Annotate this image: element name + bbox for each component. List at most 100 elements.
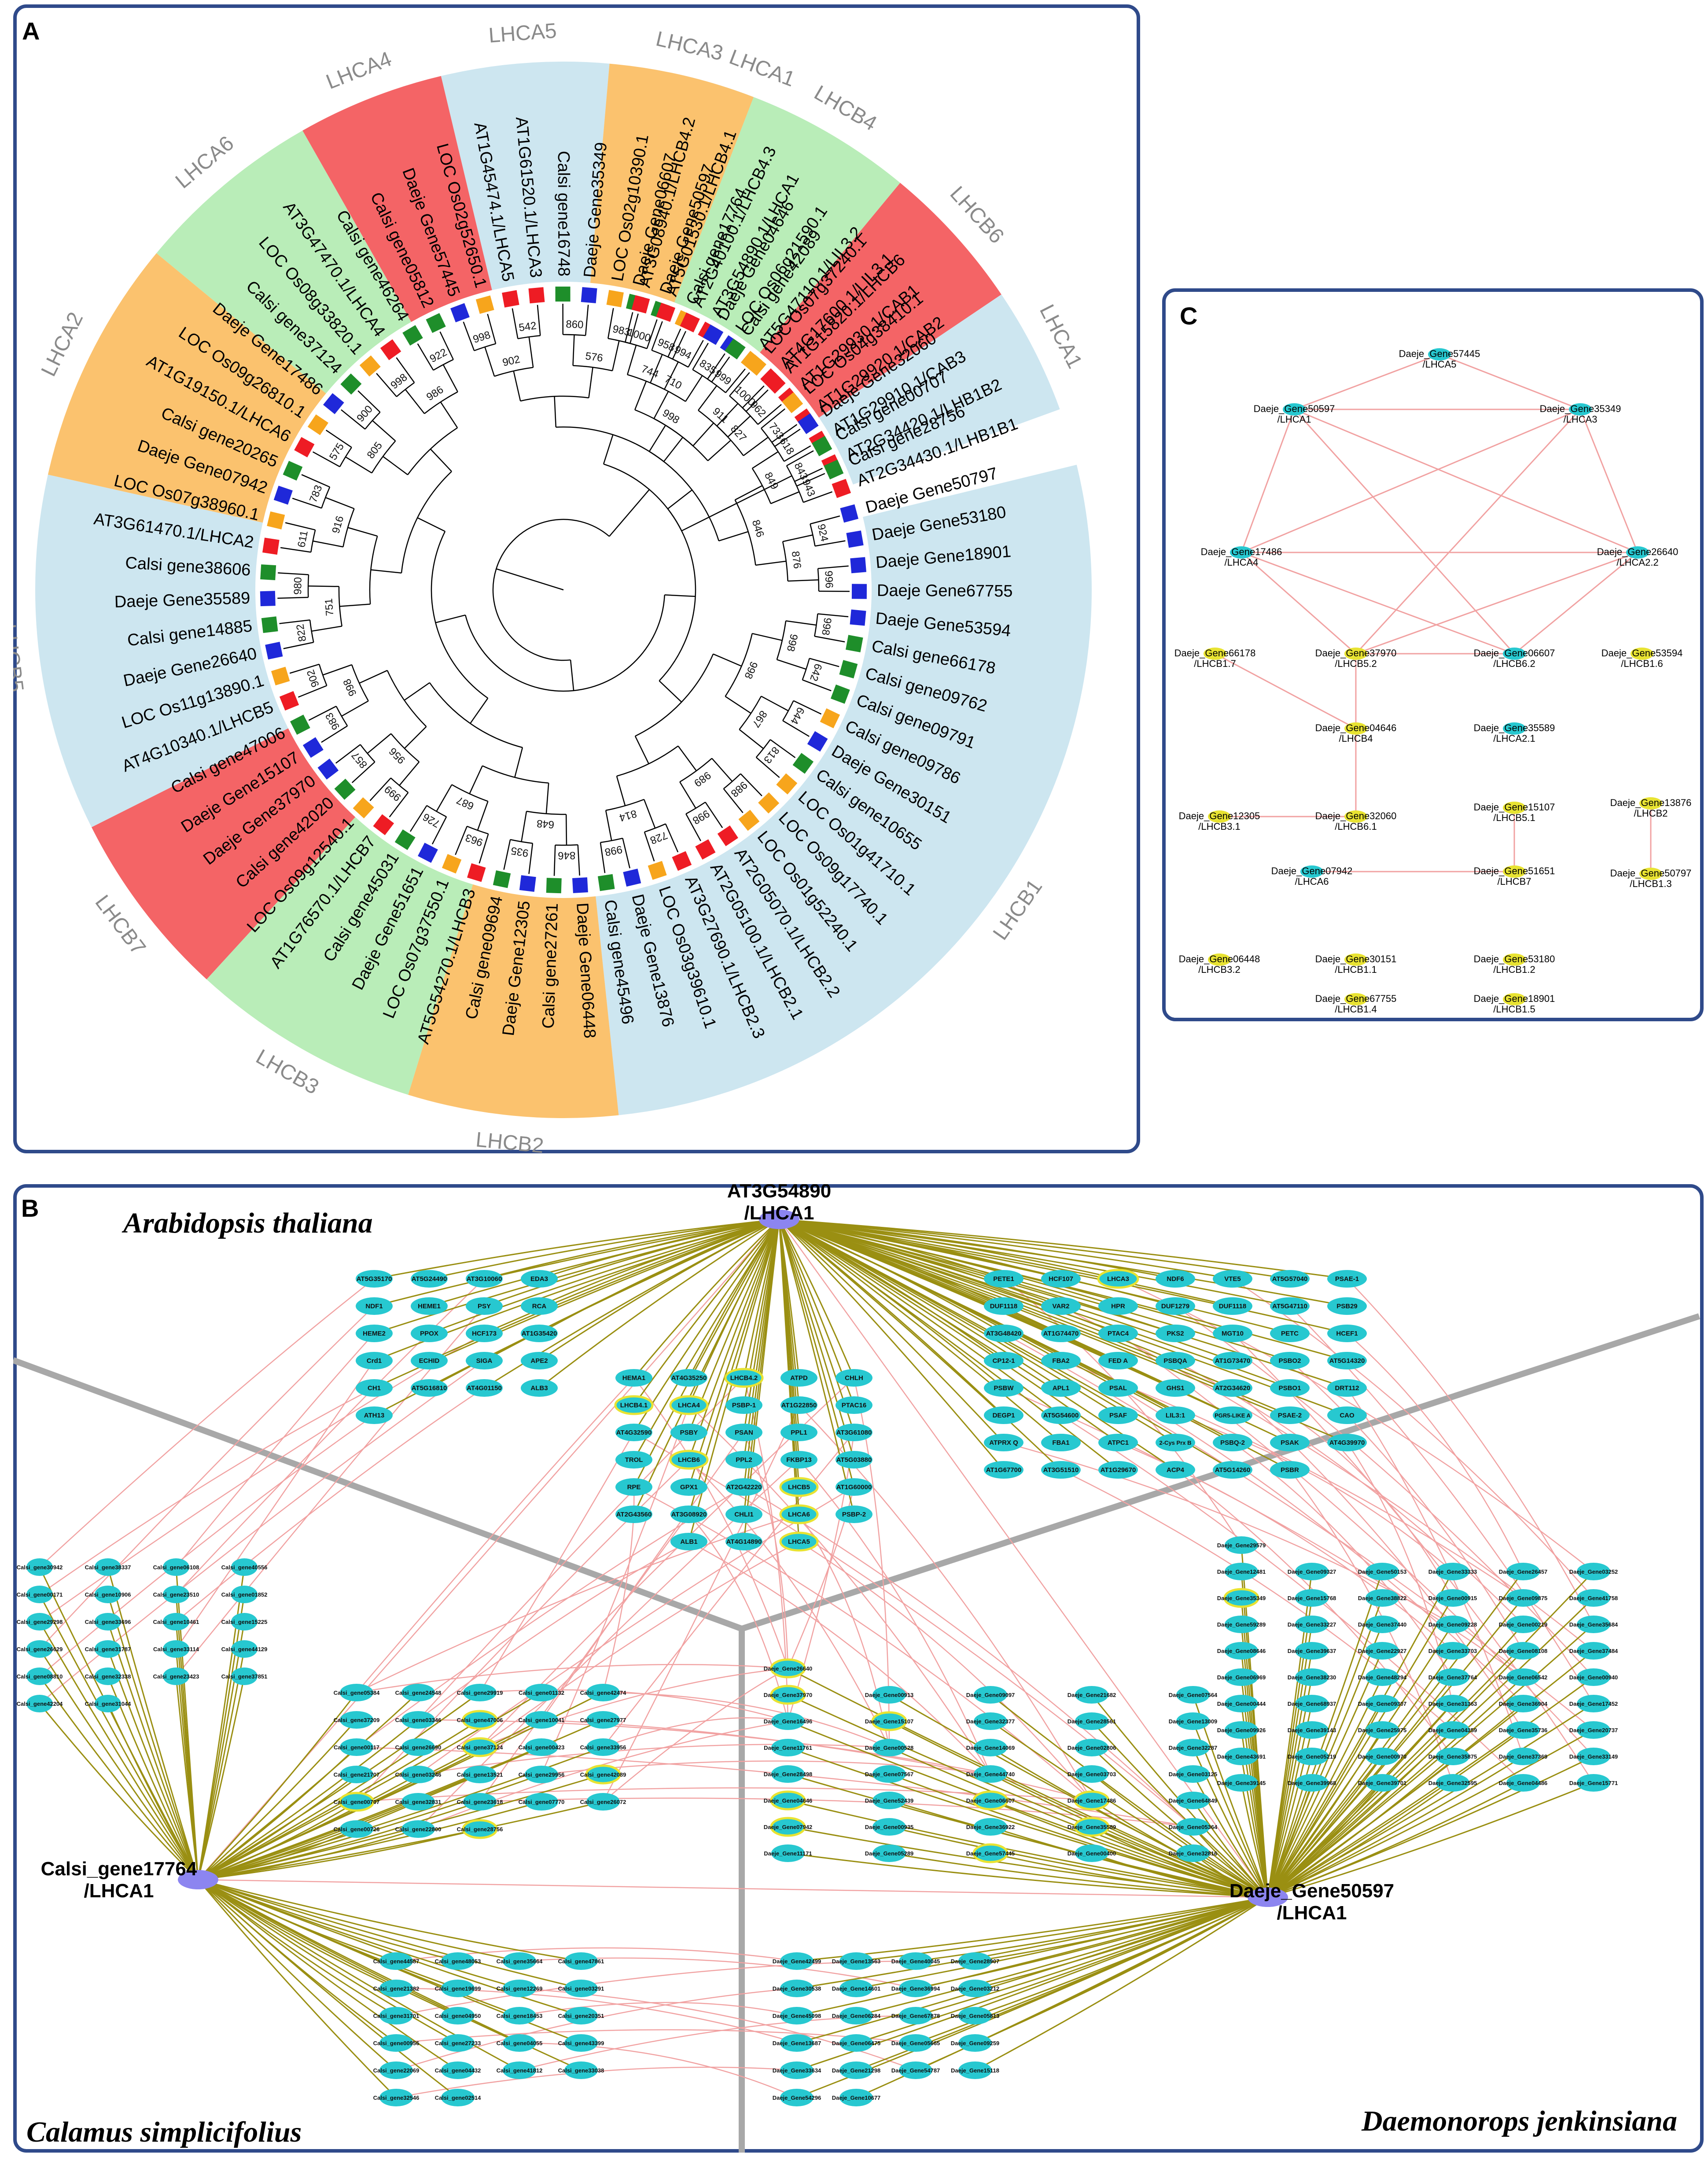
network-node-label: Daeje_Gene64849 xyxy=(1169,1797,1218,1804)
network-node-label: Daeje_Gene50153 xyxy=(1358,1568,1407,1575)
hub-edge xyxy=(779,1218,1061,1443)
hub-edge xyxy=(990,1852,1268,1898)
network-node-label: PSY xyxy=(478,1303,491,1310)
network-node-label: HEME2 xyxy=(363,1330,386,1337)
network-node-label: LHCB4.1 xyxy=(620,1402,648,1409)
leaf-marker xyxy=(450,303,470,323)
network-node xyxy=(958,2034,992,2052)
network-node-label: Calsi_gene42204 xyxy=(17,1701,63,1707)
network-node xyxy=(1577,1642,1610,1660)
network-node-label: PSAE-2 xyxy=(1278,1412,1302,1419)
network-node xyxy=(670,1424,707,1441)
network-node xyxy=(1270,1297,1310,1315)
network-node-label: MGT10 xyxy=(1222,1330,1244,1337)
clade-sector-lhcb4 xyxy=(674,97,900,353)
hub-edge xyxy=(778,1219,855,1460)
network-node xyxy=(1506,1642,1540,1660)
network-node xyxy=(984,1270,1023,1288)
network-node xyxy=(1270,1434,1310,1451)
network-node-label: Daeje_Gene36904 xyxy=(1499,1701,1548,1707)
network-node-label: Daeje_Gene20737 xyxy=(1569,1727,1618,1734)
network-node xyxy=(585,1764,621,1785)
network-node xyxy=(1041,1352,1081,1369)
network-node-label: Calsi_gene33038 xyxy=(558,2067,604,2074)
network-node xyxy=(669,1450,709,1470)
network-node xyxy=(780,1369,817,1387)
network-node xyxy=(1503,953,1526,966)
network-node xyxy=(1270,1379,1310,1397)
network-node xyxy=(1577,1668,1610,1686)
clade-label-lhca5: LHCA5 xyxy=(488,19,557,47)
network-node-label: Daeje_Gene06284 xyxy=(832,2013,881,2019)
leaf-marker xyxy=(555,286,571,302)
hub-edge xyxy=(688,1219,780,1487)
network-node xyxy=(1366,1616,1399,1633)
hub-edge xyxy=(796,1896,1268,2017)
leaf-marker xyxy=(846,530,864,548)
network-node xyxy=(1344,993,1367,1005)
network-node xyxy=(780,2034,814,2052)
network-node-label: Daeje_Gene15771 xyxy=(1569,1780,1618,1786)
hub-edge xyxy=(198,1692,480,1881)
network-node-label: /LHCA6 xyxy=(1295,876,1329,887)
network-node-label: Daeje_Gene17486 xyxy=(1068,1797,1116,1804)
network-node-label: Daeje_Gene37484 xyxy=(1569,1648,1618,1654)
network-node xyxy=(984,1297,1023,1315)
clade-sector-lhca6 xyxy=(156,130,412,394)
leaf-marker xyxy=(294,437,315,457)
network-node xyxy=(779,1531,819,1552)
network-node xyxy=(1428,348,1451,361)
network-node-label: AT3G10060 xyxy=(467,1275,502,1283)
network-node-label: Daeje_Gene14069 xyxy=(966,1745,1015,1751)
hub-label: /LHCA1 xyxy=(1277,1902,1347,1924)
leaf-marker xyxy=(426,313,446,333)
network-node-label: Daeje_Gene25975 xyxy=(1358,1727,1407,1734)
clade-sector-lhca3 xyxy=(590,63,754,302)
network-node-label: AT1G35420 xyxy=(522,1330,557,1337)
hub-edge xyxy=(198,1801,542,1881)
network-node xyxy=(1041,1297,1081,1315)
cross-edge xyxy=(1003,1387,1524,1678)
network-node-label: PSAK xyxy=(1281,1439,1299,1447)
leaf-marker xyxy=(260,564,276,581)
network-node-label: /LHCB6.1 xyxy=(1335,821,1377,832)
network-node-label: Daeje_Gene57445 xyxy=(1399,348,1480,359)
leaf-marker xyxy=(824,460,844,480)
network-node xyxy=(564,2034,598,2052)
clade-label-lhcb5: LHCB5 xyxy=(13,623,28,693)
cross-edge xyxy=(39,1414,375,1677)
network-node xyxy=(899,2007,932,2024)
leaf-marker xyxy=(680,312,700,333)
network-node xyxy=(839,1980,873,1997)
network-node-label: HPR xyxy=(1111,1303,1125,1310)
bootstrap-label: 998 xyxy=(471,329,492,346)
network-node-label: AT5G16810 xyxy=(412,1384,447,1392)
bootstrap-label: 994 xyxy=(672,343,693,362)
network-node xyxy=(1577,1748,1610,1765)
network-node-label: Daeje_Gene50797 xyxy=(1610,868,1692,879)
panel-a-label: A xyxy=(22,17,40,45)
cross-edge xyxy=(1175,1414,1453,1572)
network-node-label: Daeje_Gene09259 xyxy=(951,2040,1000,2047)
network-node xyxy=(972,1843,1009,1863)
network-node xyxy=(411,1325,448,1342)
network-node-label: Daeje_Gene57445 xyxy=(966,1850,1015,1857)
leaf-marker xyxy=(656,302,676,322)
network-node-label: AT1G22850 xyxy=(781,1402,817,1409)
hub-edge xyxy=(1091,1773,1268,1898)
hub-edge xyxy=(889,1826,1268,1898)
network-node-label: Daeje_Gene54787 xyxy=(891,2067,940,2074)
bootstrap-label: 998 xyxy=(690,807,711,827)
network-node xyxy=(1075,1765,1108,1783)
network-node-label: Daeje_Gene38822 xyxy=(1358,1595,1407,1601)
network-node xyxy=(1506,1748,1540,1765)
network-node xyxy=(839,1952,873,1970)
network-node xyxy=(1074,1817,1110,1837)
coexpression-network-c: Daeje_Gene57445/LHCA5Daeje_Gene50597/LHC… xyxy=(1174,348,1692,1015)
hub-edge xyxy=(197,1676,245,1880)
cross-edge xyxy=(1003,1332,1594,1730)
network-node xyxy=(1176,1818,1210,1836)
network-node-label: Daeje_Gene33333 xyxy=(1428,1568,1477,1575)
leaf-marker xyxy=(846,635,863,652)
bootstrap-label: 983 xyxy=(323,710,342,732)
